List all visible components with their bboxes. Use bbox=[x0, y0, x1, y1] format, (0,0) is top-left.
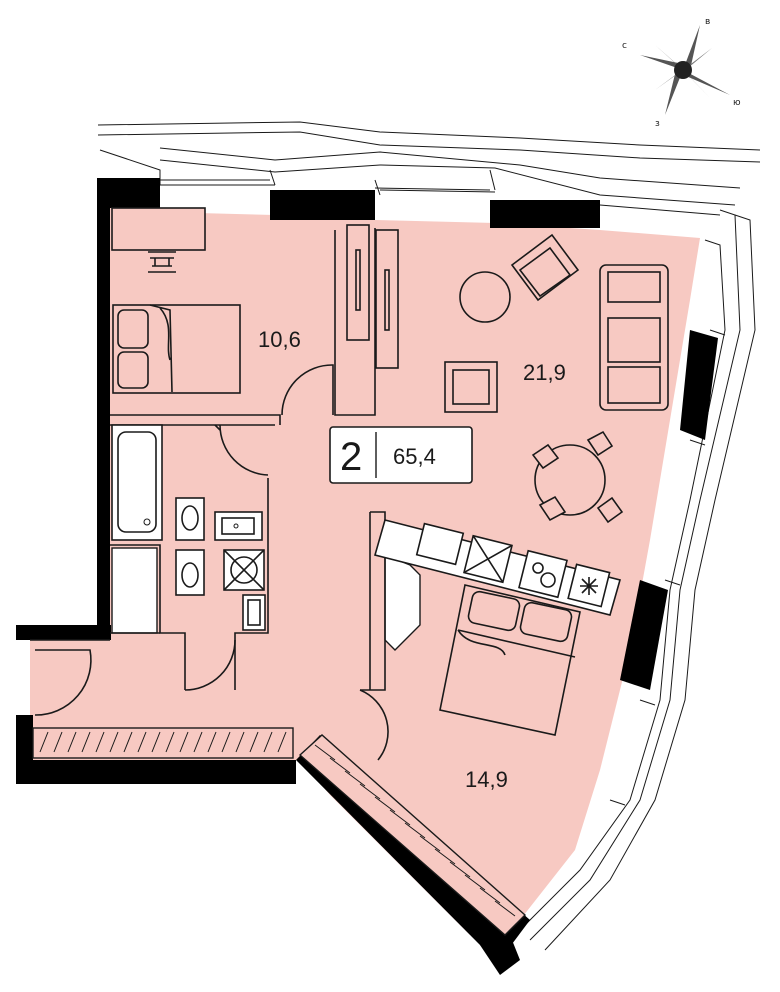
apartment-badge: 2 65,4 bbox=[329, 426, 473, 484]
round-table-small bbox=[459, 271, 511, 323]
bathtub bbox=[111, 424, 163, 541]
room-area-living: 21,9 bbox=[523, 360, 566, 385]
closet-zone bbox=[111, 547, 158, 634]
facade-top bbox=[97, 121, 761, 216]
compass-east: в bbox=[705, 17, 710, 27]
loggia-bottom bbox=[32, 727, 294, 759]
rooms-count: 2 bbox=[340, 435, 362, 479]
toilet-2 bbox=[175, 549, 205, 596]
bed-single bbox=[112, 304, 241, 394]
facade-right bbox=[524, 209, 756, 951]
room-area-bedroom: 10,6 bbox=[258, 327, 301, 352]
utility-sink bbox=[242, 594, 266, 631]
washing-machine bbox=[223, 549, 265, 591]
total-area: 65,4 bbox=[393, 444, 436, 469]
interior-walls bbox=[30, 228, 386, 691]
armchair bbox=[510, 233, 580, 302]
loggia-diagonal bbox=[298, 734, 527, 936]
wardrobe bbox=[346, 224, 399, 369]
room-area-second-bedroom: 14,9 bbox=[465, 767, 508, 792]
sink bbox=[214, 511, 263, 541]
compass-north: с bbox=[622, 41, 627, 51]
kitchen-counter bbox=[374, 519, 621, 616]
bed-double bbox=[439, 584, 581, 736]
toilet bbox=[175, 497, 205, 541]
doors bbox=[34, 364, 389, 761]
bedroom-desk bbox=[111, 207, 206, 273]
sofa bbox=[599, 264, 669, 411]
compass-rose: в с ю з bbox=[622, 17, 741, 129]
dining-table bbox=[531, 430, 624, 524]
compass-west: з bbox=[655, 119, 660, 129]
compass-south: ю bbox=[733, 98, 741, 108]
armchair-2 bbox=[444, 361, 498, 413]
